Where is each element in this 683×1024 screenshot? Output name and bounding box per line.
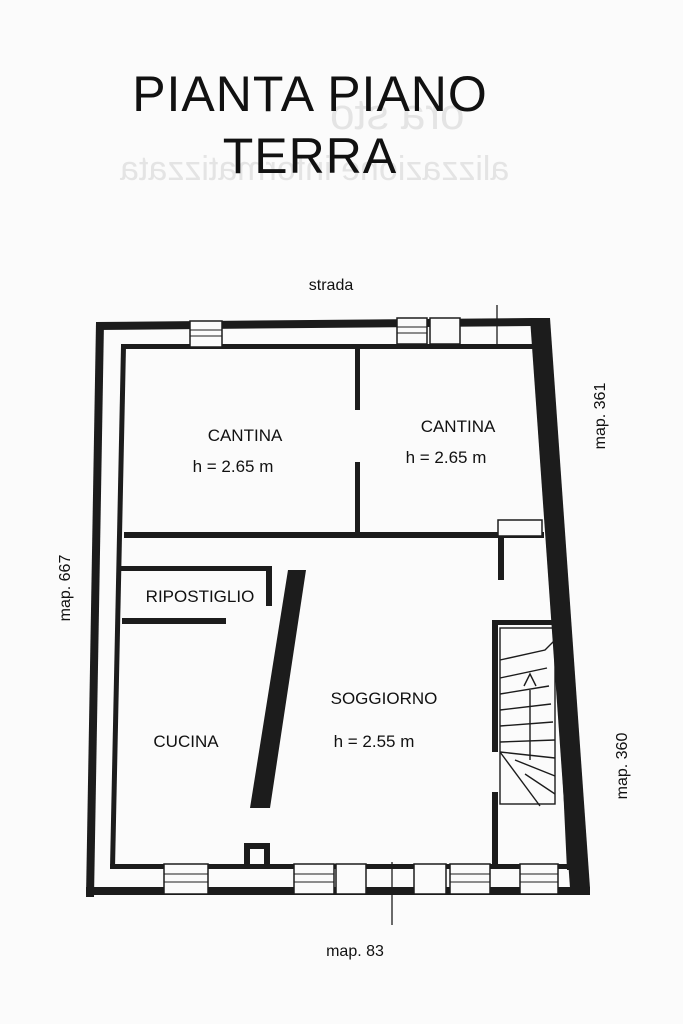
window xyxy=(396,317,428,345)
window xyxy=(163,863,209,895)
room-height: h = 2.55 m xyxy=(334,732,415,751)
window xyxy=(413,863,447,895)
window xyxy=(449,863,491,895)
cellar-partition-lower xyxy=(355,462,360,534)
parcel-label: map. 361 xyxy=(592,383,609,450)
storage-wall-right xyxy=(266,566,272,606)
plan-title: PIANTA PIANO xyxy=(132,66,488,122)
window xyxy=(335,863,367,895)
plan-subtitle: TERRA xyxy=(222,128,398,184)
bottom-wall-jog-side xyxy=(244,843,250,865)
inner-wall-left xyxy=(110,346,126,868)
room-name: CANTINA xyxy=(421,417,496,436)
road-label: strada xyxy=(309,277,354,294)
cellar-right-stub xyxy=(498,538,504,580)
inner-wall-right xyxy=(542,340,572,870)
window xyxy=(497,519,543,537)
parcel-label: map. 83 xyxy=(326,943,384,960)
room-name: RIPOSTIGLIO xyxy=(146,587,255,606)
cellar-wall-top xyxy=(121,344,542,349)
room-height: h = 2.65 m xyxy=(193,457,274,476)
kitchen-partition xyxy=(250,570,306,808)
window xyxy=(519,863,559,895)
outer-wall-right xyxy=(530,318,590,888)
room-name: CUCINA xyxy=(153,732,219,751)
outer-wall-top xyxy=(96,318,532,330)
stair-wall-lower xyxy=(492,792,498,867)
cellar-wall-bottom xyxy=(124,532,544,538)
outer-wall-left xyxy=(86,322,104,897)
bottom-wall-jog xyxy=(244,843,270,849)
room-name: CANTINA xyxy=(208,426,283,445)
parcel-label: map. 667 xyxy=(57,555,74,622)
window xyxy=(293,863,335,895)
window xyxy=(429,317,461,345)
bottom-wall-jog-side xyxy=(264,843,270,865)
stair-wall-top xyxy=(492,620,552,625)
storage-wall-top xyxy=(121,566,272,571)
stair-wall xyxy=(492,620,498,752)
cellar-partition-upper xyxy=(355,344,360,410)
window xyxy=(189,320,223,348)
storage-wall-bottom xyxy=(122,618,226,624)
staircase xyxy=(499,627,556,807)
room-height: h = 2.65 m xyxy=(406,448,487,467)
parcel-label: map. 360 xyxy=(614,733,631,800)
room-name: SOGGIORNO xyxy=(331,689,438,708)
